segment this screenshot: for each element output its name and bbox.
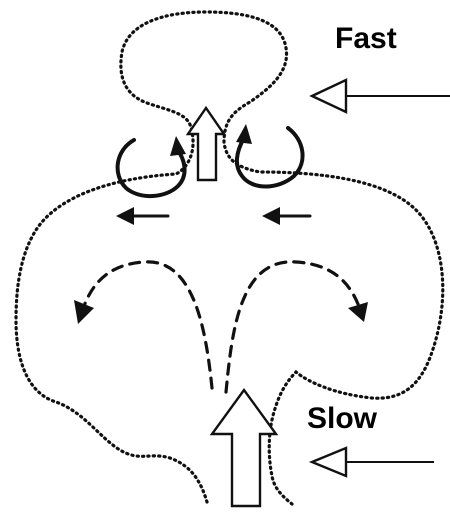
right-dashed-flow-arrowhead xyxy=(348,302,368,322)
upper-left-flow-arrowhead xyxy=(116,207,134,225)
fast-flow-arrowhead xyxy=(312,80,346,112)
left-dashed-flow-curve xyxy=(84,262,212,388)
right-vortex-arrowhead xyxy=(236,124,252,144)
upper-right-flow-arrowhead xyxy=(262,207,280,225)
right-dashed-flow-curve xyxy=(226,262,358,392)
slow-label: Slow xyxy=(307,404,377,434)
left-vortex-arrowhead xyxy=(170,136,186,156)
slow-flow-arrowhead xyxy=(312,448,346,476)
fast-label: Fast xyxy=(335,24,397,54)
base-hollow-arrow xyxy=(212,390,276,506)
